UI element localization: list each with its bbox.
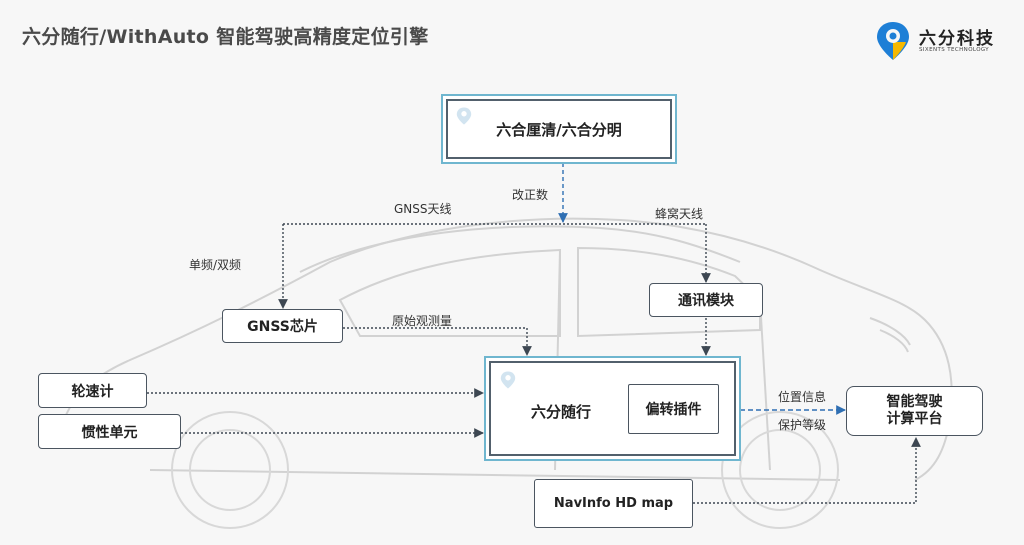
- page-title: 六分随行/WithAuto 智能驾驶高精度定位引擎: [22, 26, 429, 48]
- edge-label-raw-observation: 原始观测量: [392, 314, 453, 328]
- location-pin-icon: [877, 22, 909, 60]
- adas-platform-label-line2: 计算平台: [886, 411, 943, 427]
- comm-module-label: 通讯模块: [678, 293, 734, 309]
- edge-label-protection-level: 保护等级: [778, 418, 827, 432]
- deflection-plugin-label: 偏转插件: [645, 402, 702, 418]
- location-pin-icon: [456, 107, 472, 125]
- inertial-unit-box: 惯性单元: [38, 414, 181, 449]
- adas-platform-box: 智能驾驶 计算平台: [846, 386, 983, 436]
- location-pin-icon: [500, 371, 516, 389]
- edge-label-correction: 改正数: [512, 188, 549, 202]
- correction-service-label: 六合厘清/六合分明: [496, 120, 622, 139]
- correction-service-box: 六合厘清/六合分明: [446, 99, 672, 159]
- gnss-chip-label: GNSS芯片: [247, 319, 318, 335]
- edge-label-position-info: 位置信息: [778, 390, 827, 404]
- deflection-plugin-box: 偏转插件: [628, 384, 719, 434]
- company-logo: 六分科技 SIXENTS TECHNOLOGY: [873, 20, 1003, 62]
- adas-platform-label-line1: 智能驾驶: [886, 394, 943, 410]
- comm-module-box: 通讯模块: [649, 283, 763, 317]
- engine-label: 六分随行: [531, 403, 592, 421]
- logo-name: 六分科技: [919, 29, 995, 49]
- engine-box: 六分随行: [489, 361, 736, 456]
- wheel-speed-box: 轮速计: [38, 373, 147, 408]
- wheel-speed-label: 轮速计: [71, 383, 114, 400]
- hd-map-box: NavInfo HD map: [534, 479, 693, 528]
- hd-map-label: NavInfo HD map: [553, 496, 674, 511]
- logo-subtitle: SIXENTS TECHNOLOGY: [919, 47, 990, 53]
- edge-label-single-dual-freq: 单频/双频: [189, 258, 242, 272]
- edge-label-gnss-antenna: GNSS天线: [394, 202, 452, 216]
- inertial-unit-label: 惯性单元: [81, 424, 138, 441]
- edge-raw-observation: [343, 327, 532, 356]
- gnss-chip-box: GNSS芯片: [222, 309, 343, 343]
- edge-label-cellular-antenna: 蜂窝天线: [655, 207, 704, 221]
